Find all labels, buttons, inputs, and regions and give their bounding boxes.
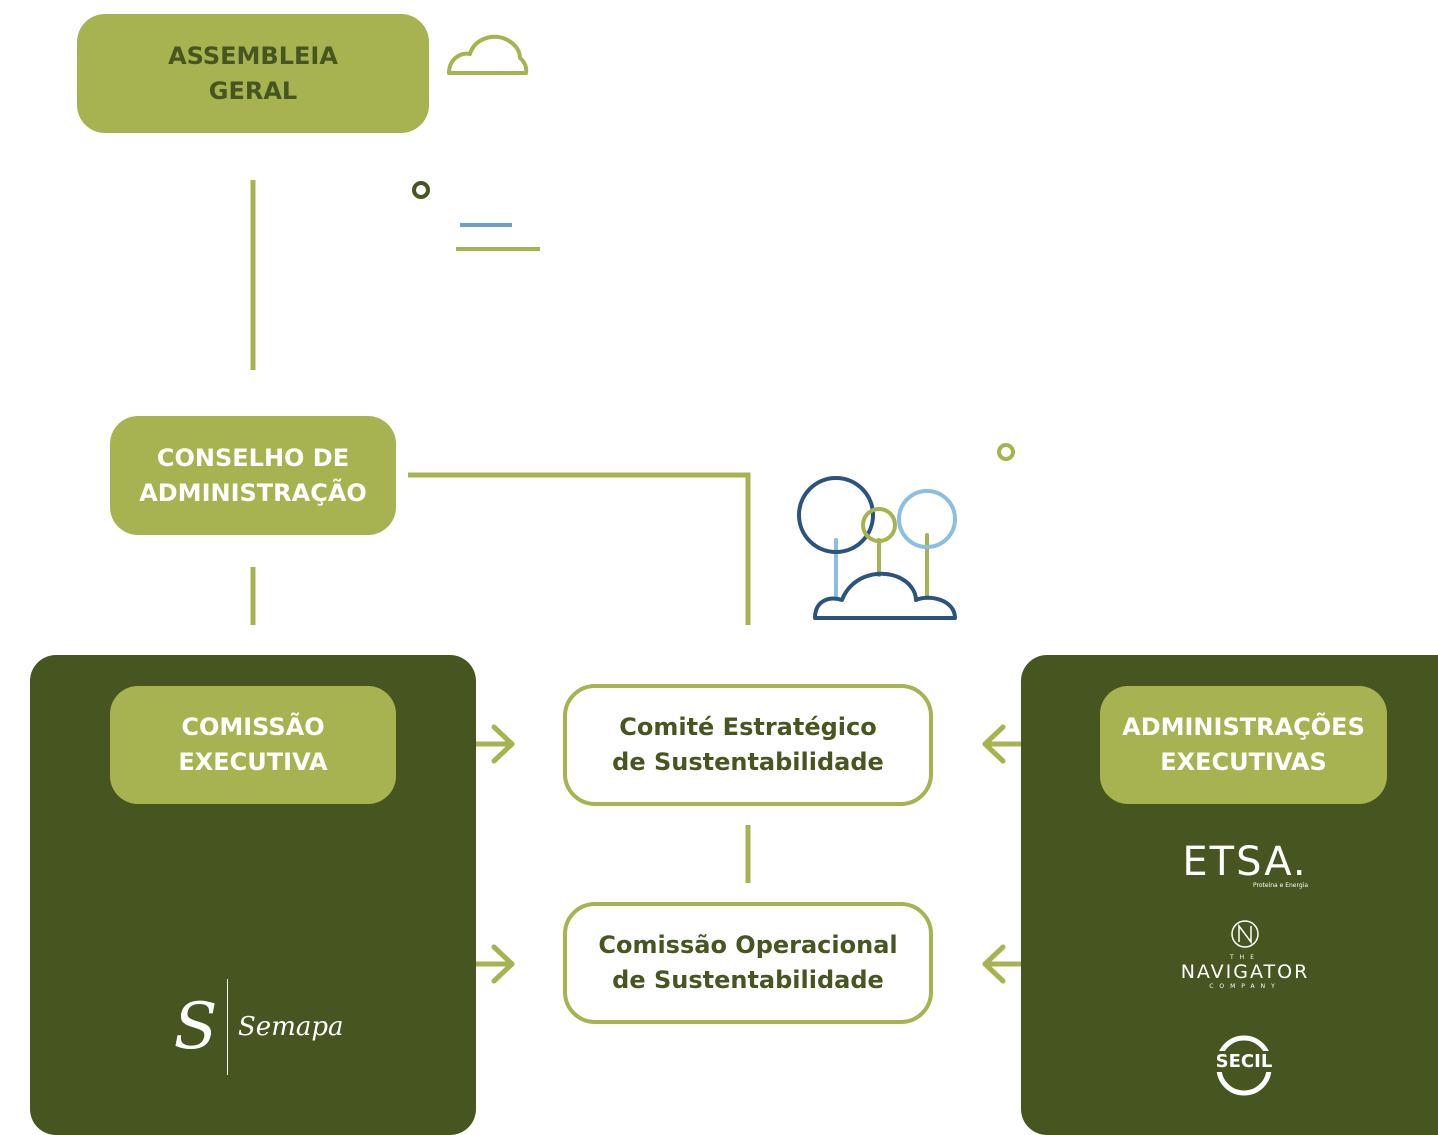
trees-icon [797,476,957,620]
semapa-logo: S Semapa [168,978,348,1076]
comissao-operacional-label: Comissão Operacional de Sustentabilidade [598,931,898,994]
navigator-emblem-icon [1231,920,1259,948]
semapa-name: Semapa [238,1012,344,1042]
comissao-executiva-label: COMISSÃO EXECUTIVA [178,713,328,776]
administracoes-executivas-box: ADMINISTRAÇÕES EXECUTIVAS [1100,686,1387,804]
semapa-mark: S [173,990,218,1064]
assembleia-geral-label: ASSEMBLEIA GERAL [168,41,338,105]
cloud-icon [447,34,529,75]
semapa-divider [227,979,228,1075]
etsa-logo: ETSA. Proteína e Energia [1160,842,1330,890]
dot-icon [412,181,430,199]
navigator-pre: THE [1230,954,1260,961]
secil-logo: SECIL [1209,1030,1279,1096]
dot-icon-right [997,443,1015,461]
etsa-name: ETSA. [1182,839,1308,885]
conselho-administracao-box: CONSELHO DE ADMINISTRAÇÃO [110,416,396,535]
comissao-operacional-box: Comissão Operacional de Sustentabilidade [563,902,933,1024]
secil-name: SECIL [1209,1051,1279,1072]
comite-estrategico-label: Comité Estratégico de Sustentabilidade [612,713,884,776]
comissao-executiva-box: COMISSÃO EXECUTIVA [110,686,396,804]
navigator-name: NAVIGATOR [1180,961,1310,983]
administracoes-executivas-label: ADMINISTRAÇÕES EXECUTIVAS [1122,713,1365,776]
assembleia-geral-box: ASSEMBLEIA GERAL [77,14,429,133]
etsa-tagline: Proteína e Energia [1252,882,1308,889]
comite-estrategico-box: Comité Estratégico de Sustentabilidade [563,684,933,806]
navigator-logo: THE NAVIGATOR COMPANY [1160,918,1330,1004]
connector-conselho-comite [408,472,751,625]
conselho-administracao-label: CONSELHO DE ADMINISTRAÇÃO [139,443,367,507]
navigator-post: COMPANY [1209,983,1281,990]
